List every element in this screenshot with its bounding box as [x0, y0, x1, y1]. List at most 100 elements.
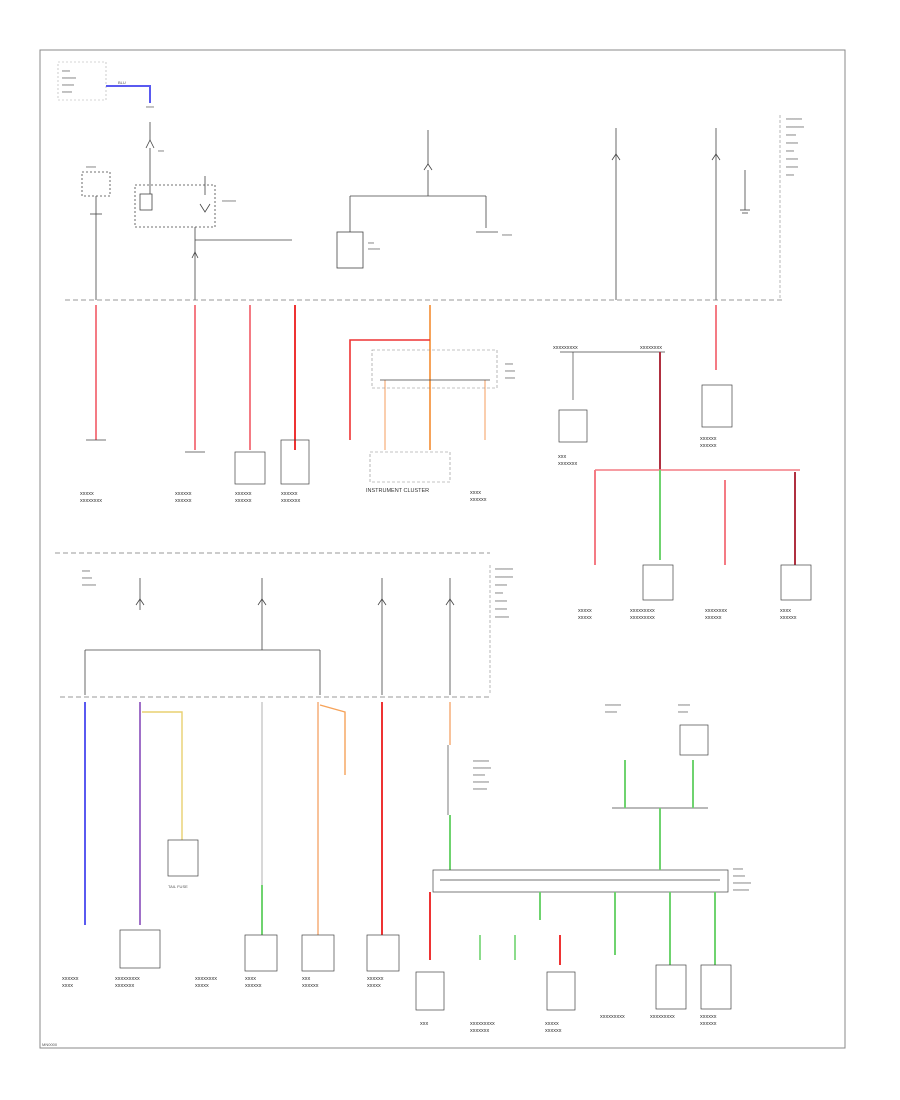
- svg-text:xxxxxxxxx: xxxxxxxxx: [630, 615, 655, 621]
- svg-text:xxxxxxxxx: xxxxxxxxx: [495, 566, 513, 571]
- svg-text:xxxxxxxxx: xxxxxxxxx: [473, 765, 491, 770]
- svg-text:xxxxxx: xxxxxx: [700, 443, 717, 449]
- svg-text:xxxxxxx: xxxxxxx: [115, 983, 135, 989]
- svg-text:xxxx: xxxx: [82, 568, 90, 573]
- svg-text:xxxxxx: xxxxxx: [495, 606, 507, 611]
- svg-text:xxxxx: xxxxx: [367, 983, 381, 989]
- svg-text:xxxxxxx: xxxxxxx: [558, 461, 578, 467]
- svg-text:xxxxxxxxx: xxxxxxxxx: [786, 124, 804, 129]
- svg-text:xxxxxx: xxxxxx: [495, 598, 507, 603]
- svg-text:xxxxxx: xxxxxx: [281, 491, 298, 497]
- instrument-cluster-label: INSTRUMENT CLUSTER: [366, 488, 429, 494]
- svg-text:xxxxx: xxxxx: [505, 375, 515, 380]
- lower-right-label-box: xxxxxxxxx xxxxxxxxx xxxxxx xxxx xxxxxx x…: [489, 565, 513, 695]
- svg-text:xxxxxx: xxxxxx: [245, 983, 262, 989]
- svg-text:xxxxxxx: xxxxxxx: [473, 786, 487, 791]
- svg-text:xxxxx: xxxxx: [502, 232, 512, 237]
- svg-text:xxxxxx: xxxxxx: [545, 1028, 562, 1034]
- svg-text:xxxxxxxxx: xxxxxxxxx: [650, 1014, 675, 1020]
- relay-left: [81, 171, 292, 300]
- svg-text:xxxxxxxxx: xxxxxxxxx: [630, 608, 655, 614]
- fuse-1: [145, 122, 155, 185]
- svg-text:xxxx: xxxx: [780, 608, 791, 614]
- svg-text:xxx: xxx: [420, 1021, 429, 1027]
- tail-fuse-label: TAIL FUSE: [168, 884, 188, 889]
- svg-text:xxxxxxx: xxxxxxx: [281, 498, 301, 504]
- svg-text:xxxxxxxxx: xxxxxxxxx: [115, 976, 140, 982]
- svg-text:xxxxxxxxx: xxxxxxxxx: [733, 880, 751, 885]
- top-left-source-box: xxxx xxxxxxx xxxxxx xxxxx: [57, 61, 107, 101]
- svg-text:xxx: xxx: [302, 976, 311, 982]
- svg-text:xxxxxx: xxxxxx: [700, 1014, 717, 1020]
- svg-text:xxxxx: xxxxx: [733, 866, 743, 871]
- svg-text:xxxxxx: xxxxxx: [780, 615, 797, 621]
- svg-text:xxx: xxx: [368, 240, 374, 245]
- svg-text:xxxxxx: xxxxxx: [367, 976, 384, 982]
- svg-text:xxxxx: xxxxx: [86, 164, 96, 169]
- svg-text:xxxxxxxx: xxxxxxxx: [640, 345, 662, 351]
- svg-text:xxxx: xxxx: [62, 68, 70, 73]
- svg-text:xxxxxxx: xxxxxxx: [495, 614, 509, 619]
- svg-text:xxxxxx: xxxxxx: [235, 491, 252, 497]
- svg-text:xxx: xxx: [558, 454, 567, 460]
- svg-text:xxxxxx: xxxxxx: [473, 772, 485, 777]
- svg-text:xxxx: xxxx: [62, 983, 73, 989]
- svg-text:xxxxxxxx: xxxxxxxx: [605, 702, 621, 707]
- lower-fuses: [84, 578, 455, 695]
- svg-text:xxxxxxxxx: xxxxxxxxx: [495, 574, 513, 579]
- svg-text:xxxxxx: xxxxxx: [62, 82, 74, 87]
- right-top-label-box: xxxxxxxx xxxxxxxxx xxxxx xxxxxx xxxx xxx…: [779, 115, 804, 300]
- upper-connectors: [86, 439, 310, 485]
- svg-text:xxxxxxxxx: xxxxxxxxx: [553, 345, 578, 351]
- svg-text:xxxx: xxxx: [245, 976, 256, 982]
- svg-text:xxxxxx: xxxxxx: [705, 615, 722, 621]
- svg-text:xxxxxxx: xxxxxxx: [62, 75, 76, 80]
- svg-text:xxxx: xxxx: [786, 172, 794, 177]
- svg-text:xxxx: xxxx: [786, 148, 794, 153]
- right-top-fuses: [611, 128, 750, 300]
- lower-wires: [84, 702, 451, 935]
- lower-source-label: xxxx xxxxx xxxxxxx: [82, 568, 96, 587]
- svg-text:xxxxx: xxxxx: [578, 615, 592, 621]
- svg-text:xxxxxxxxx: xxxxxxxxx: [470, 1021, 495, 1027]
- svg-text:xxxxxx: xxxxxx: [302, 983, 319, 989]
- svg-text:xxxx: xxxx: [495, 590, 503, 595]
- svg-text:xxxxxx: xxxxxx: [495, 582, 507, 587]
- diagram-border: [39, 49, 846, 1049]
- svg-text:xxxxxxxxx: xxxxxxxxx: [600, 1014, 625, 1020]
- lower-right-junction: [415, 724, 732, 1011]
- svg-text:xxxxxx: xxxxxx: [605, 709, 617, 714]
- svg-text:xxxxxx: xxxxxx: [733, 873, 745, 878]
- svg-text:xxxxxxx: xxxxxxx: [222, 198, 236, 203]
- svg-text:xxxxxx: xxxxxx: [700, 1021, 717, 1027]
- blue-wire-top: BLU: [106, 80, 151, 103]
- svg-text:xxxxxxxx: xxxxxxxx: [705, 608, 727, 614]
- instrument-cluster-wiring: [349, 305, 498, 483]
- svg-text:xxxx: xxxx: [146, 104, 154, 109]
- svg-text:xxxxxx: xxxxxx: [786, 140, 798, 145]
- svg-text:xxx: xxx: [158, 148, 164, 153]
- svg-text:xxxxxxx: xxxxxxx: [82, 582, 96, 587]
- svg-text:xxxxx: xxxxx: [578, 608, 592, 614]
- svg-text:xxxxxx: xxxxxx: [175, 491, 192, 497]
- svg-text:xxxxxx: xxxxxx: [62, 976, 79, 982]
- svg-text:xxxxxx: xxxxxx: [235, 498, 252, 504]
- svg-text:xxxxxxx: xxxxxxx: [470, 1028, 490, 1034]
- svg-text:xxxxx: xxxxx: [678, 709, 688, 714]
- lower-connectors: [119, 745, 449, 972]
- svg-text:xxxxxx: xxxxxx: [470, 497, 487, 503]
- svg-text:xxxxxxxx: xxxxxxxx: [733, 887, 749, 892]
- svg-text:xxxxxxxx: xxxxxxxx: [80, 498, 102, 504]
- right-upper-wiring: [558, 305, 812, 601]
- svg-text:xxxxxx: xxxxxx: [700, 436, 717, 442]
- svg-text:xxxxx: xxxxx: [786, 132, 796, 137]
- svg-text:xxxxxxxx: xxxxxxxx: [786, 116, 802, 121]
- svg-text:xxxxx: xxxxx: [195, 983, 209, 989]
- svg-text:xxxxx: xxxxx: [82, 575, 92, 580]
- svg-text:xxxxxx: xxxxxx: [175, 498, 192, 504]
- svg-text:xxxxxxxx: xxxxxxxx: [195, 976, 217, 982]
- svg-text:xxxxxx: xxxxxx: [368, 246, 380, 251]
- svg-text:xxxxxxxx: xxxxxxxx: [473, 779, 489, 784]
- svg-text:xxxxxx: xxxxxx: [786, 156, 798, 161]
